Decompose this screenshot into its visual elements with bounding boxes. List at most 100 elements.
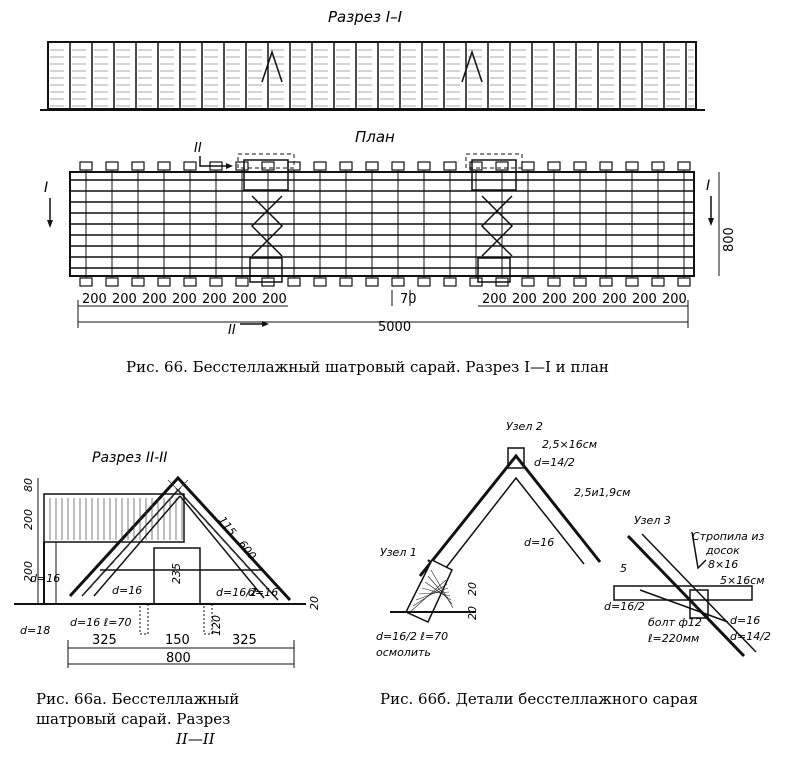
entrance-left-top [243,159,289,191]
upper-wall [43,493,185,543]
roof-board [167,479,179,491]
label-d16: d=16 [30,572,60,585]
node1-tar: осмолить [376,646,431,659]
plan-post-top [131,161,145,171]
roof-board [96,569,108,580]
plan-post-bottom [339,277,353,287]
ground-post-left [139,603,149,635]
node3-e: 5 [620,562,627,575]
plan-post-bottom [365,277,379,287]
roof-board [177,479,189,491]
plan-post-top [573,161,587,171]
spacing-label: 200 [632,292,657,307]
roof-board [190,505,202,516]
plan-post-bottom [131,277,145,287]
node2-cap [507,447,525,469]
node3-rafter-b [641,533,757,653]
roof-board [229,547,240,558]
plan-width-dim: 800 [722,227,737,252]
plan-post-bottom [599,277,613,287]
dim-235: 235 [170,563,183,584]
dim-120: 120 [210,615,223,636]
dim-150: 150 [165,633,190,648]
section-i-title: Разрез I–I [328,8,403,26]
roof-board [89,577,100,589]
node3-arrow [691,531,707,570]
plan-post-top [547,161,561,171]
wall-boards [49,498,183,540]
door-ii [153,547,201,605]
label-d18: d=18 [20,624,50,637]
roof-board [198,513,210,525]
elevation-posts [47,42,687,109]
plan-post-bottom [547,277,561,287]
node1-hatch-line [430,569,454,609]
spacing-label: 200 [142,292,167,307]
spacing-label: 200 [542,292,567,307]
roof-board [148,512,159,523]
label-d16-2: d=16/2 [216,586,257,599]
spacing-label: 200 [262,292,287,307]
details-view: Узел 2 2,5×16см d=14/2 2,5и1,9см d=16 Уз… [376,420,771,659]
door-dim: 70 [400,292,417,307]
plan-post-top [261,161,275,171]
plan-post-top [495,161,509,171]
roof-board [170,487,181,499]
node3-a: Стропила из [692,530,765,543]
node1-post-label: d=16/2 ℓ=70 [376,630,448,643]
brace-right [480,195,514,257]
spacing-label: 200 [172,292,197,307]
caption-66a-line1: Рис. 66а. Бесстеллажный [36,690,239,708]
node2-a: 2,5×16см [542,438,597,451]
spacing-label: 200 [482,292,507,307]
entrance-left-dashed [237,153,295,169]
dim-h20: 20 [308,596,321,610]
plan-post-top [157,161,171,171]
label-d16c: d=16 [248,586,278,599]
plan-post-bottom [157,277,171,287]
roof-board [236,555,248,567]
plan-post-top [183,161,197,171]
mark-ii-bottom: II [228,323,236,338]
dim-800: 800 [166,651,191,666]
spacing-label: 200 [602,292,627,307]
spacing-label: 200 [82,292,107,307]
plan-post-top [365,161,379,171]
node3-beam [613,585,753,601]
dim-h-top: 80 [22,478,35,492]
plan-post-bottom [79,277,93,287]
spacing-label: 200 [232,292,257,307]
dim-h-low: 200 [22,561,35,582]
mark-i-right-head [708,218,714,226]
gable-left [261,49,283,83]
plan-post-bottom [287,277,301,287]
node1-dim-b: 20 [466,606,479,620]
node3-f: d=16/2 [604,600,645,613]
plan-post-bottom [573,277,587,287]
dim-h-mid: 200 [22,509,35,530]
label-post: d=16 ℓ=70 [70,616,131,629]
roof-board [183,496,194,508]
node1-label: Узел 1 [380,546,417,559]
spacing-label: 200 [202,292,227,307]
caption-66a: Рис. 66а. Бесстеллажный шатровый сарай. … [36,690,239,748]
plan-post-bottom [105,277,119,287]
plan-title: План [355,128,395,146]
node1-hatch [409,569,454,613]
entrance-right-top [471,159,517,191]
roof-board [260,581,271,592]
node3-c: 8×16 [708,558,738,571]
label-d16b: d=16 [112,584,142,597]
spacing-label: 200 [572,292,597,307]
mark-i-right: I [706,178,710,194]
plan-post-bottom [625,277,639,287]
entrance-right-dashed [465,153,523,169]
mark-ii-top: II [194,141,202,156]
plan-rails [70,179,694,269]
node2-c: 2,5и1,9см [574,486,630,499]
plan-post-top [443,161,457,171]
node3-label: Узел 3 [634,514,671,527]
plan-post-top [625,161,639,171]
